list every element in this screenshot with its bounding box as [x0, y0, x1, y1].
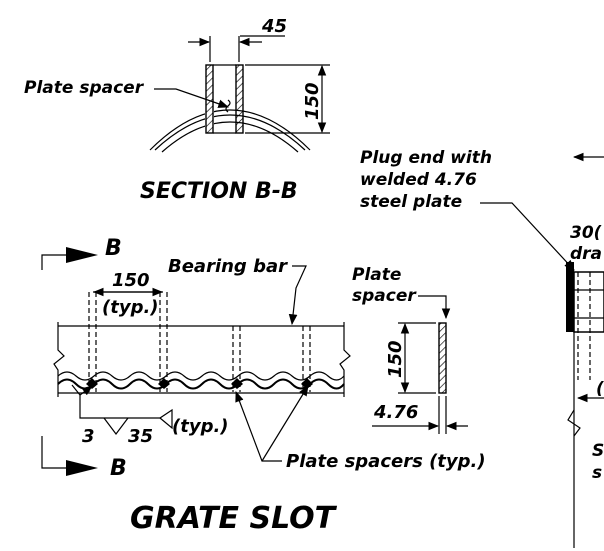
partial-text-2: dra — [570, 244, 602, 264]
weld-size-a: 3 — [82, 426, 95, 447]
partial-text-4: s — [592, 463, 602, 483]
section-b-b: 45 150 Plate spacer SECTION B-B — [24, 16, 330, 204]
bearing-bar-label: Bearing bar — [168, 256, 288, 277]
weld-size-b: 35 — [128, 426, 153, 447]
grate-slot: B B 150 (typ.) — [41, 236, 486, 536]
pipe-arc-inner-2 — [161, 121, 299, 153]
section-marker-bottom: B — [110, 456, 127, 481]
plate-detail-label-2: spacer — [352, 286, 417, 306]
partial-text-5: ( — [596, 379, 604, 399]
plug-end-label-3: steel plate — [360, 192, 462, 212]
section-marker-top: B — [105, 236, 122, 261]
crossbar-wave-1 — [57, 378, 345, 390]
plate-spacer-label: Plate spacer — [24, 78, 145, 98]
dim-150-text: 150 — [302, 82, 323, 120]
plate-detail-dim-height: 150 — [385, 340, 406, 378]
partial-body — [573, 271, 604, 333]
weld-3 — [231, 378, 243, 389]
break-line-right — [339, 322, 351, 397]
plate-detail-dim-thickness: 4.76 — [373, 402, 418, 423]
plate-spacers-leader-1 — [235, 390, 282, 462]
weld-2 — [158, 378, 170, 389]
plug-end-plate — [566, 262, 574, 332]
break-line-left — [53, 322, 65, 397]
right-partial-detail: Plug end with welded 4.76 steel plate 30… — [360, 148, 604, 548]
weld-symbol-line — [79, 395, 160, 419]
section-arrow-top — [66, 247, 98, 263]
slot-plate-right — [235, 64, 244, 134]
plate-spacer-profile — [438, 322, 447, 394]
section-title: SECTION B-B — [140, 179, 298, 204]
dim-spacing-text: 150 — [112, 270, 150, 291]
plug-end-leader — [480, 202, 575, 271]
plug-end-label-1: Plug end with — [360, 148, 492, 168]
weld-note: (typ.) — [172, 416, 229, 437]
plate-spacers-label: Plate spacers (typ.) — [286, 451, 486, 472]
plate-detail-leader — [418, 295, 451, 320]
slot-plate-left — [205, 64, 214, 134]
plug-end-label-2: welded 4.76 — [360, 170, 477, 190]
plate-spacers-leader-2 — [261, 385, 309, 462]
pipe-arc-inner — [154, 114, 306, 151]
dim-spacing-note: (typ.) — [102, 297, 159, 318]
partial-text-3: S — [592, 441, 604, 461]
dim-45-text: 45 — [261, 16, 287, 37]
bearing-bar-leader — [288, 265, 307, 326]
plate-spacer-leader — [154, 88, 230, 108]
plate-detail-label-1: Plate — [352, 265, 401, 285]
pipe-arc-outer — [149, 109, 311, 151]
grate-slot-title: GRATE SLOT — [130, 501, 338, 536]
section-arrow-bottom — [66, 460, 98, 476]
partial-text-1: 30( — [570, 223, 602, 243]
crossbar-wave-2 — [57, 371, 345, 381]
plate-spacer-detail: Plate spacer 150 4.76 — [352, 265, 468, 434]
spacer-dashes — [88, 292, 311, 392]
